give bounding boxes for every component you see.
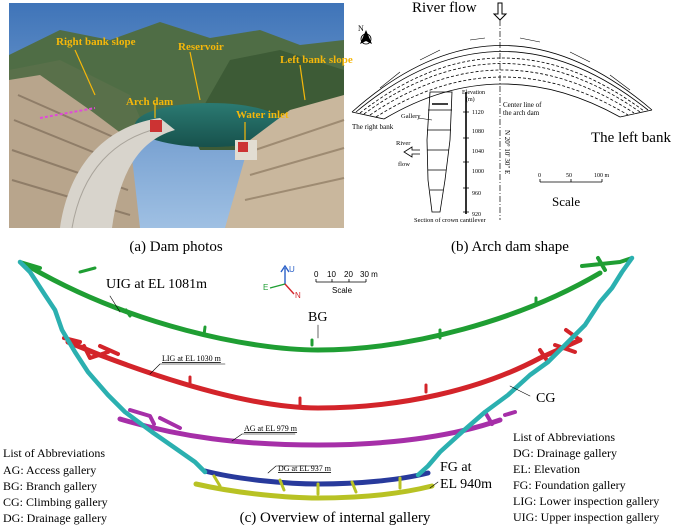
river-flow-arrow-icon [492, 2, 508, 21]
elevation-tick: 1000 [472, 169, 484, 175]
elevation-unit: (m) [466, 96, 475, 103]
center-line-label: Center line of [503, 101, 542, 109]
label-water-inlet: Water inlet [236, 109, 289, 121]
plan-scale-bar [539, 179, 603, 183]
north-label: N [358, 24, 364, 33]
gallery-scale-tick: 30 m [360, 270, 378, 279]
axis-n-label: N [295, 291, 301, 300]
label-lig: LIG at EL 1030 m [162, 354, 222, 363]
elevation-tick: 960 [472, 191, 481, 197]
gallery-scale-tick: 0 [314, 270, 319, 279]
label-fg-line2: EL 940m [440, 477, 492, 492]
gallery-scale-bar [315, 279, 367, 283]
abbrev-left-item: AG: Access gallery [3, 463, 96, 477]
plan-scale-tick: 0 [538, 173, 541, 179]
gallery-scale-label: Scale [332, 286, 353, 295]
plan-scale-label: Scale [552, 194, 580, 209]
label-fg-line1: FG at [440, 460, 472, 475]
gallery-ag [117, 416, 503, 448]
axis-e-label: E [263, 283, 268, 292]
abbrev-right-item: FG: Foundation gallery [513, 478, 626, 492]
gallery-scale-tick: 20 [344, 270, 353, 279]
caption-b: (b) Arch dam shape [451, 239, 569, 255]
arch-dam-body [60, 118, 175, 228]
label-left-bank-slope: Left bank slope [280, 54, 353, 66]
gallery-cg-left [17, 259, 208, 475]
caption-c: (c) Overview of internal gallery [240, 510, 431, 526]
elevation-tick: 920 [472, 212, 481, 218]
label-ag: AG at EL 979 m [244, 424, 298, 433]
elevation-label: Elevation [462, 90, 485, 96]
left-bank-slope [225, 95, 344, 228]
reservoir-water [135, 103, 285, 147]
label-right-bank-slope: Right bank slope [56, 36, 136, 48]
elevation-tick: 1120 [472, 110, 484, 116]
river-flow-label: River flow [412, 0, 477, 16]
center-line-label-2: the arch dam [503, 109, 540, 117]
gallery-fg [193, 481, 435, 501]
abbrev-right-item: UIG: Upper inspection gallery [513, 510, 659, 524]
plan-scale-tick: 100 m [594, 173, 610, 179]
arch-dam-shape: River flow N The right bank The left ban… [351, 0, 671, 224]
north-arrow-icon: N [358, 24, 372, 45]
gallery-cg-right [415, 255, 635, 478]
label-bg: BG [308, 310, 327, 325]
gallery-overview [17, 255, 635, 501]
gallery-lig [65, 337, 583, 411]
abbrev-right-title: List of Abbreviations [513, 430, 615, 444]
gallery-scale-tick: 10 [327, 270, 336, 279]
elevation-tick: 1080 [472, 129, 484, 135]
bearing-label: N 20° 10' 30" E [503, 130, 511, 174]
left-bank-label: The left bank [591, 130, 671, 146]
abbreviations-right: List of Abbreviations DG: Drainage galle… [513, 430, 659, 524]
axis-u-label: U [289, 265, 295, 274]
abbreviations-left: List of Abbreviations AG: Access gallery… [3, 446, 108, 525]
section-label: Section of crown cantilever [414, 217, 486, 224]
abbrev-left-item: CG: Climbing gallery [3, 495, 108, 509]
axes-triad-icon [269, 264, 295, 295]
abbrev-left-item: BG: Branch gallery [3, 479, 97, 493]
abbrev-left-title: List of Abbreviations [3, 446, 105, 460]
arch-plan [351, 20, 653, 220]
flow-label: flow [398, 161, 410, 168]
dam-photo: Right bank slope Reservoir Left bank slo… [9, 3, 353, 229]
crown-cantilever-section [403, 91, 469, 214]
river-label: River [396, 140, 411, 147]
abbrev-right-item: DG: Drainage gallery [513, 446, 617, 460]
label-uig: UIG at EL 1081m [106, 277, 207, 292]
label-arch-dam: Arch dam [126, 96, 173, 108]
label-reservoir: Reservoir [178, 41, 224, 53]
abbrev-right-item: LIG: Lower inspection gallery [513, 494, 659, 508]
caption-a: (a) Dam photos [129, 239, 222, 255]
abbrev-right-item: EL: Elevation [513, 462, 580, 476]
elevation-tick: 1040 [472, 149, 484, 155]
abbrev-left-item: DG: Drainage gallery [3, 511, 107, 525]
label-dg: DG at EL 937 m [278, 464, 332, 473]
gallery-label: Gallery [401, 113, 421, 120]
label-cg: CG [536, 391, 555, 406]
plan-scale-tick: 50 [566, 173, 572, 179]
right-bank-label: The right bank [352, 123, 394, 131]
